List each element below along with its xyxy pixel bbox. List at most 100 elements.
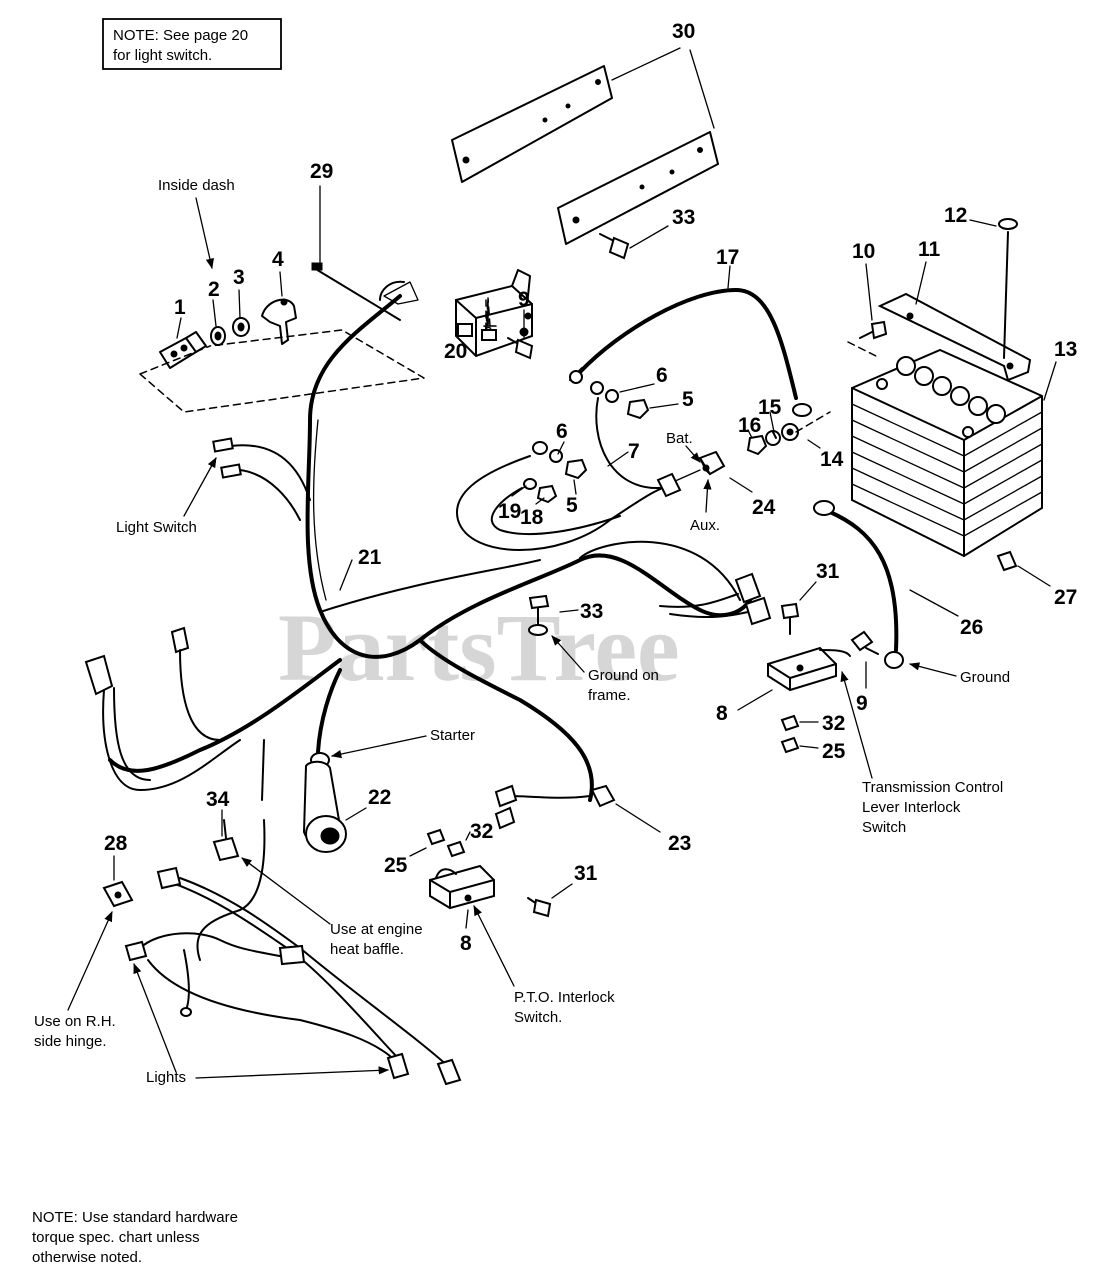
battery-13 bbox=[851, 348, 1043, 558]
part-number-25-lower: 25 bbox=[384, 854, 408, 877]
part-number-20: 20 bbox=[444, 340, 467, 363]
ground-on-frame bbox=[528, 594, 579, 636]
cable-7 bbox=[595, 397, 661, 490]
part-number-1: 1 bbox=[174, 296, 186, 319]
rh-hinge-label-1: Use on R.H. bbox=[34, 1013, 116, 1030]
bolt-31-right bbox=[780, 581, 817, 635]
ground-label: Ground bbox=[960, 669, 1010, 686]
washer-19 bbox=[523, 478, 537, 490]
nut-25-lower bbox=[409, 828, 446, 857]
right-harness-connectors bbox=[659, 572, 772, 626]
watermark: PartsTree bbox=[278, 594, 680, 701]
part-number-5-lower: 5 bbox=[566, 494, 578, 517]
part-number-7: 7 bbox=[628, 440, 640, 463]
part-number-8-right: 8 bbox=[716, 702, 728, 725]
bolt-33-top bbox=[599, 225, 669, 260]
bolt-10 bbox=[847, 263, 888, 359]
clip-34 bbox=[212, 809, 240, 862]
part-number-2: 2 bbox=[208, 278, 220, 301]
part-number-31-lower: 31 bbox=[574, 862, 598, 885]
interlock-switch-8-right bbox=[737, 646, 851, 711]
part-number-6-top: 6 bbox=[656, 364, 668, 387]
nut-32-lower bbox=[446, 831, 471, 858]
part-number-28: 28 bbox=[104, 832, 128, 855]
rh-hinge-label-2: side hinge. bbox=[34, 1033, 107, 1050]
nut-18 bbox=[536, 484, 558, 504]
part-number-12: 12 bbox=[944, 204, 967, 227]
pto-label-1: P.T.O. Interlock bbox=[514, 989, 615, 1006]
bat-label: Bat. bbox=[666, 430, 693, 447]
part-number-5-top: 5 bbox=[682, 388, 694, 411]
nut-32-right bbox=[780, 714, 819, 732]
pto-switch-8 bbox=[429, 864, 495, 929]
part-number-32-lower: 32 bbox=[470, 820, 493, 843]
nut-2 bbox=[210, 326, 226, 346]
lights-label: Lights bbox=[146, 1069, 186, 1086]
engine-baffle-label-1: Use at engine bbox=[330, 921, 423, 938]
part-number-19: 19 bbox=[498, 500, 521, 523]
part-number-34: 34 bbox=[206, 788, 230, 811]
transmission-label-1: Transmission Control bbox=[862, 779, 1003, 796]
bolt-9-lower bbox=[850, 630, 879, 689]
cable-tie-29 bbox=[311, 185, 401, 321]
bottom-note-line-2: torque spec. chart unless bbox=[32, 1229, 200, 1246]
light-switch-leads bbox=[212, 437, 311, 521]
part-number-23: 23 bbox=[668, 832, 691, 855]
left-harness-connector bbox=[84, 626, 241, 791]
part-number-21: 21 bbox=[358, 546, 382, 569]
part-number-24: 24 bbox=[752, 496, 776, 519]
washer-14 bbox=[781, 423, 799, 441]
connector-23 bbox=[590, 784, 661, 833]
ground-on-frame-label-1: Ground on bbox=[588, 667, 659, 684]
part-number-8-pto: 8 bbox=[460, 932, 472, 955]
part-number-10: 10 bbox=[852, 240, 875, 263]
part-number-27: 27 bbox=[1054, 586, 1077, 609]
hinge-clip-28 bbox=[102, 855, 134, 908]
engine-baffle-label-2: heat baffle. bbox=[330, 941, 404, 958]
part-number-26: 26 bbox=[960, 616, 983, 639]
bottom-note-line-1: NOTE: Use standard hardware bbox=[32, 1209, 238, 1226]
part-number-25-right: 25 bbox=[822, 740, 846, 763]
nut-5-lower bbox=[564, 458, 588, 480]
washer-3 bbox=[232, 317, 250, 337]
main-harness-21 bbox=[108, 280, 752, 802]
part-number-9-top: 9 bbox=[518, 288, 530, 311]
lock-washer-15 bbox=[765, 430, 781, 446]
part-number-14: 14 bbox=[820, 448, 844, 471]
bottom-note-line-3: otherwise noted. bbox=[32, 1249, 142, 1266]
bottom-note: NOTE: Use standard hardware torque spec.… bbox=[32, 1209, 238, 1266]
part-number-33-lower: 33 bbox=[580, 600, 603, 623]
key-4 bbox=[261, 298, 297, 345]
pto-label-2: Switch. bbox=[514, 1009, 562, 1026]
bolt-31-lower bbox=[527, 883, 573, 918]
transmission-label-2: Lever Interlock bbox=[862, 799, 961, 816]
part-number-6-lower: 6 bbox=[556, 420, 568, 443]
part-number-4: 4 bbox=[272, 248, 284, 271]
top-note-line-2: for light switch. bbox=[113, 47, 212, 64]
part-number-16: 16 bbox=[738, 414, 761, 437]
harness-end-connectors bbox=[494, 784, 591, 830]
part-number-13: 13 bbox=[1054, 338, 1077, 361]
hold-down-11 bbox=[877, 261, 1032, 382]
nut-5-top bbox=[626, 398, 650, 420]
part-number-9-lower: 9 bbox=[856, 692, 868, 715]
aux-label: Aux. bbox=[690, 517, 720, 534]
part-number-33-top: 33 bbox=[672, 206, 695, 229]
bracket-30 bbox=[451, 47, 719, 245]
washer-6-lower bbox=[532, 441, 563, 463]
nut-25-right bbox=[780, 736, 819, 754]
boot-22 bbox=[302, 760, 367, 853]
nut-16 bbox=[746, 434, 768, 456]
light-switch-label: Light Switch bbox=[116, 519, 197, 536]
j-bolt-12 bbox=[969, 218, 1018, 359]
washer-6-top bbox=[590, 381, 619, 403]
part-number-15: 15 bbox=[758, 396, 782, 419]
inside-dash-label: Inside dash bbox=[158, 177, 235, 194]
clip-27 bbox=[996, 550, 1051, 587]
part-number-11: 11 bbox=[918, 238, 941, 261]
part-number-22: 22 bbox=[368, 786, 391, 809]
starter-label: Starter bbox=[430, 727, 475, 744]
part-number-31-right: 31 bbox=[816, 560, 840, 583]
